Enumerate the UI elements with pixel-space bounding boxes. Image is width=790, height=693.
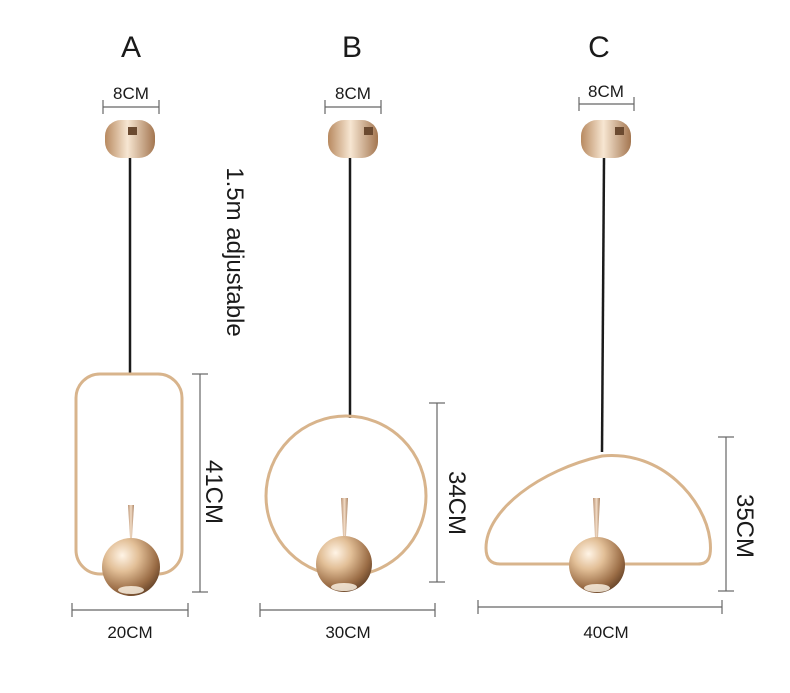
- cable-c: [600, 157, 606, 453]
- height-dimension-c: [718, 436, 734, 592]
- width-label-b: 30CM: [325, 623, 370, 642]
- lamp-globe-a: [102, 538, 160, 596]
- ceiling-canopy-c: [581, 120, 631, 158]
- lamp-variant-a: A 8CM 41CM 20CM: [71, 31, 227, 642]
- lamp-globe-b: [316, 536, 372, 592]
- variant-letter-c: C: [588, 31, 610, 64]
- height-label-a: 41CM: [200, 460, 227, 524]
- lamp-stem-c: [593, 498, 600, 538]
- canopy-dimension-a: [102, 100, 160, 114]
- lamp-variant-c: C 8CM 35CM 40CM: [477, 31, 758, 642]
- canopy-dimension-b: [324, 100, 382, 114]
- variant-letter-a: A: [121, 31, 141, 64]
- width-label-a: 20CM: [107, 623, 152, 642]
- height-label-c: 35CM: [731, 494, 758, 558]
- ceiling-canopy-b: [328, 120, 378, 158]
- height-dimension-b: [429, 402, 445, 583]
- cable-length-note: 1.5m adjustable: [221, 167, 248, 336]
- ceiling-canopy-a: [105, 120, 155, 158]
- lamp-stem-a: [128, 505, 134, 538]
- canopy-width-label-a: 8CM: [113, 84, 149, 103]
- canopy-width-label-b: 8CM: [335, 84, 371, 103]
- variant-letter-b: B: [342, 31, 362, 64]
- height-dimension-a: [192, 373, 208, 593]
- canopy-dimension-c: [578, 97, 635, 111]
- width-dimension-a: [71, 603, 189, 617]
- height-label-b: 34CM: [443, 471, 470, 535]
- lamp-stem-b: [341, 498, 348, 536]
- width-label-c: 40CM: [583, 623, 628, 642]
- width-dimension-b: [259, 603, 436, 617]
- width-dimension-c: [477, 600, 723, 614]
- lamp-globe-c: [569, 537, 625, 593]
- lamp-frame-c: [484, 454, 712, 566]
- lamp-variant-b: B 8CM 34CM 30CM: [259, 31, 470, 642]
- canopy-width-label-c: 8CM: [588, 82, 624, 101]
